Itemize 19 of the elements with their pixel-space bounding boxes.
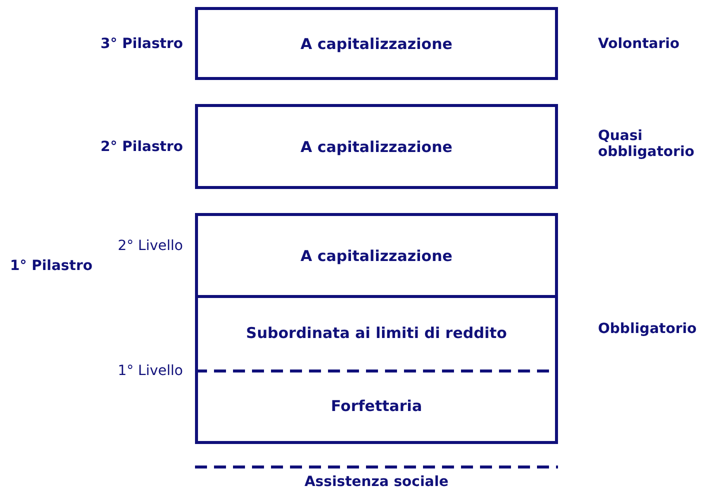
tier-box [195,298,558,371]
category-label: Assistenza sociale [303,474,450,490]
tier-box [195,104,558,189]
tier-box [195,213,558,298]
tier-text: Forfettaria [330,397,422,415]
pillar-label: 1° Pilastro [10,258,92,274]
tier-text: A capitalizzazione [300,138,452,156]
level-label: 2° Livello [116,238,183,254]
pillar-label: 3° Pilastro [100,36,183,52]
category-label: Volontario [598,36,680,52]
tier-box [195,7,558,80]
category-label: Obbligatorio [598,321,697,337]
tier-text: A capitalizzazione [300,34,452,52]
category-label: Quasi obbligatorio [598,128,696,160]
level-label: 1° Livello [116,363,183,379]
pillar-label: 2° Pilastro [100,139,183,155]
tier-text: A capitalizzazione [300,246,452,264]
tier-box [195,371,558,444]
tier-text: Subordinata ai limiti di reddito [246,324,507,342]
